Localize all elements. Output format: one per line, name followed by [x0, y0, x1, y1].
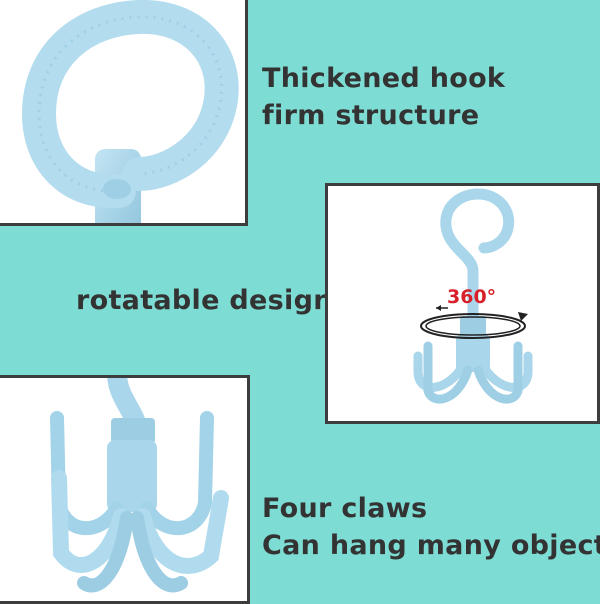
hook-caption-line2: firm structure	[262, 100, 480, 131]
claws-caption-line1: Four claws	[262, 493, 428, 524]
rotation-caption: rotatable design	[76, 282, 333, 319]
full-hanger-image	[413, 188, 533, 404]
claws-caption-line2: Can hang many objects	[262, 530, 600, 561]
rotation-panel	[325, 183, 600, 424]
hook-closeup-panel	[0, 0, 248, 226]
claws-closeup-panel	[0, 375, 250, 604]
rotation-degree-label: 360°	[447, 286, 497, 308]
hook-closeup-image	[21, 0, 239, 223]
hook-caption-line1: Thickened hook	[262, 63, 506, 94]
claws-closeup-image	[50, 378, 229, 593]
hook-caption: Thickened hook firm structure	[262, 60, 505, 134]
claws-caption: Four claws Can hang many objects	[262, 490, 600, 564]
rotation-caption-text: rotatable design	[76, 285, 333, 316]
